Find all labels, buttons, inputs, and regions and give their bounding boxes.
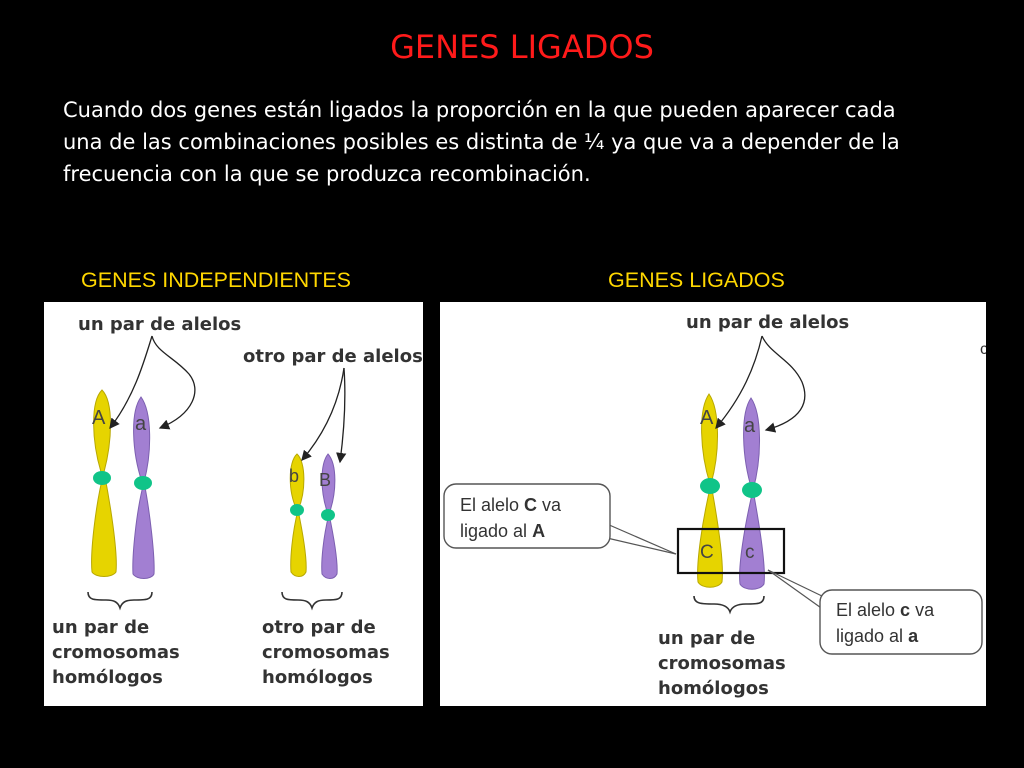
chromosome-a — [132, 396, 155, 579]
svg-text:ligado al a: ligado al a — [836, 626, 919, 646]
centromere — [700, 478, 720, 494]
label-allele-pair: un par de alelos — [78, 314, 241, 335]
chromosome-a-c — [739, 397, 765, 590]
label-allele-pair: un par de alelos — [686, 312, 849, 333]
caption-line: homólogos — [658, 678, 769, 699]
brace — [693, 595, 765, 615]
allele-c-label: c — [745, 542, 755, 563]
chromosome-A-C — [697, 393, 723, 588]
pointer-arrow — [761, 335, 806, 433]
chromosome-B — [321, 453, 338, 579]
brace — [87, 591, 153, 611]
callout-text: El alelo — [836, 600, 900, 620]
callout-linked-c: El alelo c va ligado al a — [767, 569, 983, 655]
svg-text:El alelo c va: El alelo c va — [836, 600, 935, 620]
label-other-allele-pair: otro par de alelos — [243, 346, 423, 367]
intro-line: una de las combinaciones posibles es dis… — [63, 130, 900, 154]
allele-C-label: C — [700, 542, 714, 563]
pointer-arrow — [336, 367, 347, 464]
callout-text: ligado al — [460, 521, 532, 541]
heading-independent-genes: GENES INDEPENDIENTES — [81, 268, 351, 292]
independent-genes-diagram: un par de alelos otro par de alelos A a … — [52, 314, 423, 688]
caption-line: homólogos — [262, 667, 373, 688]
callout-target: A — [532, 521, 545, 541]
intro-paragraph: Cuando dos genes están ligados la propor… — [63, 94, 993, 190]
callout-gene: c — [900, 600, 910, 620]
allele-A-label: A — [92, 407, 106, 429]
allele-a-label: a — [135, 413, 147, 435]
caption-line: cromosomas — [52, 642, 180, 663]
callout-text: El alelo — [460, 495, 524, 515]
brace — [281, 591, 343, 611]
slide-title: GENES LIGADOS — [390, 28, 654, 66]
linked-genes-figure: un par de alelos c A C a c El alelo C va — [440, 302, 986, 706]
allele-a-label: a — [744, 415, 756, 437]
heading-linked-genes: GENES LIGADOS — [608, 268, 785, 292]
pointer-arrow — [151, 335, 196, 430]
caption-line: homólogos — [52, 667, 163, 688]
callout-target: a — [908, 626, 919, 646]
svg-text:El alelo C va: El alelo C va — [460, 495, 562, 515]
centromere — [290, 504, 304, 516]
centromere — [134, 476, 152, 490]
pointer-arrow — [109, 335, 153, 430]
callout-text: va — [910, 600, 935, 620]
pointer-arrow — [301, 367, 345, 461]
centromere — [321, 509, 335, 521]
centromere — [93, 471, 111, 485]
allele-A-label: A — [700, 407, 714, 429]
chromosome-A — [91, 389, 117, 577]
independent-genes-figure: un par de alelos otro par de alelos A a … — [44, 302, 423, 706]
caption-line: un par de — [52, 617, 149, 638]
chromosome-b — [289, 453, 307, 577]
intro-line: Cuando dos genes están ligados la propor… — [63, 98, 896, 122]
linked-genes-diagram: un par de alelos c A C a c El alelo C va — [443, 312, 986, 699]
centromere — [742, 482, 762, 498]
caption-line: otro par de — [262, 617, 376, 638]
linked-genes-highlight-box — [676, 527, 786, 575]
caption-line: cromosomas — [262, 642, 390, 663]
edge-mark: c — [980, 341, 986, 358]
intro-line: frecuencia con la que se produzca recomb… — [63, 162, 591, 186]
callout-text: va — [537, 495, 562, 515]
callout-linked-C: El alelo C va ligado al A — [443, 483, 677, 555]
allele-B-label: B — [319, 470, 331, 490]
allele-b-label: b — [289, 466, 299, 486]
svg-text:ligado al A: ligado al A — [460, 521, 545, 541]
callout-gene: C — [524, 495, 537, 515]
pointer-arrow — [715, 335, 763, 429]
caption-line: un par de — [658, 628, 755, 649]
callout-text: ligado al — [836, 626, 908, 646]
caption-line: cromosomas — [658, 653, 786, 674]
